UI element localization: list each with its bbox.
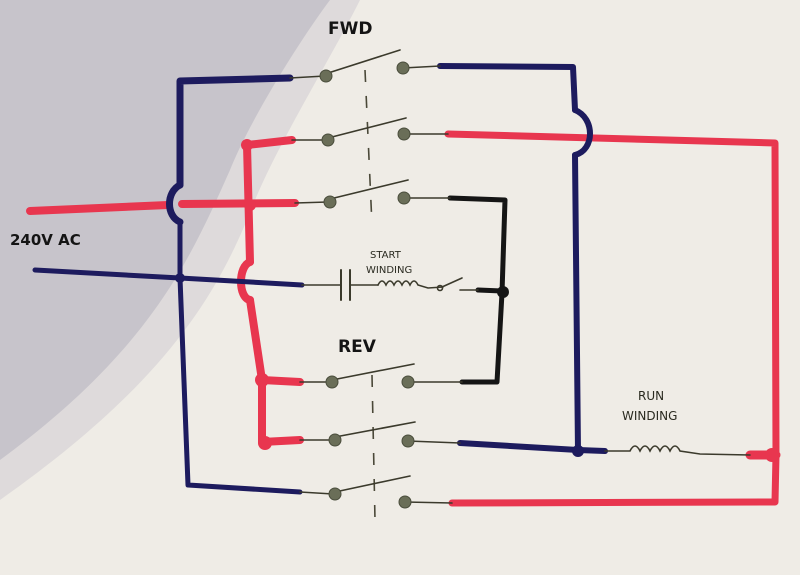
red-supply-wire	[26, 201, 172, 215]
rev-terminal-3b	[398, 495, 412, 509]
red-fwd2-out	[444, 130, 780, 459]
rev-terminal-1b	[401, 375, 415, 389]
red-junction-run	[765, 448, 779, 462]
lead	[404, 501, 453, 504]
rev-terminal-1a	[325, 375, 339, 389]
blue-hop-over-red	[166, 181, 184, 226]
blue-left-vertical	[177, 219, 303, 495]
centrifugal-switch-blade	[441, 277, 463, 288]
centrifugal-switch-contact	[436, 284, 444, 292]
rev-blade-2	[334, 421, 416, 438]
blue-right-vertical	[572, 152, 581, 455]
red-junction-rev1	[255, 373, 269, 387]
lead	[294, 201, 329, 204]
rev-terminal-3a	[328, 487, 342, 501]
black-junction	[497, 286, 509, 298]
run-winding-label-2: WINDING	[622, 409, 677, 423]
start-winding-label-2: WINDING	[366, 265, 412, 276]
rev-blade-1	[331, 363, 415, 381]
fwd-terminal-1b	[396, 61, 410, 75]
rev-label: REV	[338, 337, 377, 357]
red-to-fwd2	[243, 136, 296, 149]
fwd-terminal-3a	[323, 195, 337, 209]
start-winding-coil	[377, 280, 444, 289]
fwd-label: FWD	[328, 19, 372, 39]
lead	[299, 491, 334, 495]
supply-label: 240V AC	[10, 231, 81, 249]
fwd-terminal-2b	[397, 127, 411, 141]
rev-blade-3	[334, 475, 411, 493]
fwd-blade-2	[327, 117, 407, 139]
blue-junction-run	[572, 445, 584, 457]
fwd-terminal-2a	[321, 133, 335, 147]
start-winding-label-1: START	[370, 250, 402, 261]
blue-fwd1-to-left	[176, 74, 294, 189]
blue-junction-supply	[175, 273, 185, 283]
run-winding-label-1: RUN	[638, 389, 664, 403]
lead	[407, 440, 461, 444]
blue-hop-over-red-right	[572, 107, 593, 158]
red-junction-fwd3	[244, 199, 256, 211]
rev-terminal-2a	[328, 433, 342, 447]
run-winding-coil	[604, 445, 751, 456]
red-junction-rev2	[258, 436, 272, 450]
fwd-blade-1	[324, 49, 401, 75]
blue-fwd1-out	[437, 63, 578, 113]
rev-terminal-2b	[401, 434, 415, 448]
red-junction-fwd2	[241, 139, 253, 151]
lead	[289, 75, 326, 79]
fwd-terminal-3b	[397, 191, 411, 205]
fwd-blade-3	[329, 179, 409, 200]
red-rev3-out	[448, 451, 780, 507]
fwd-terminal-1a	[319, 69, 333, 83]
red-supply-wire-to-fwd3	[178, 199, 299, 208]
